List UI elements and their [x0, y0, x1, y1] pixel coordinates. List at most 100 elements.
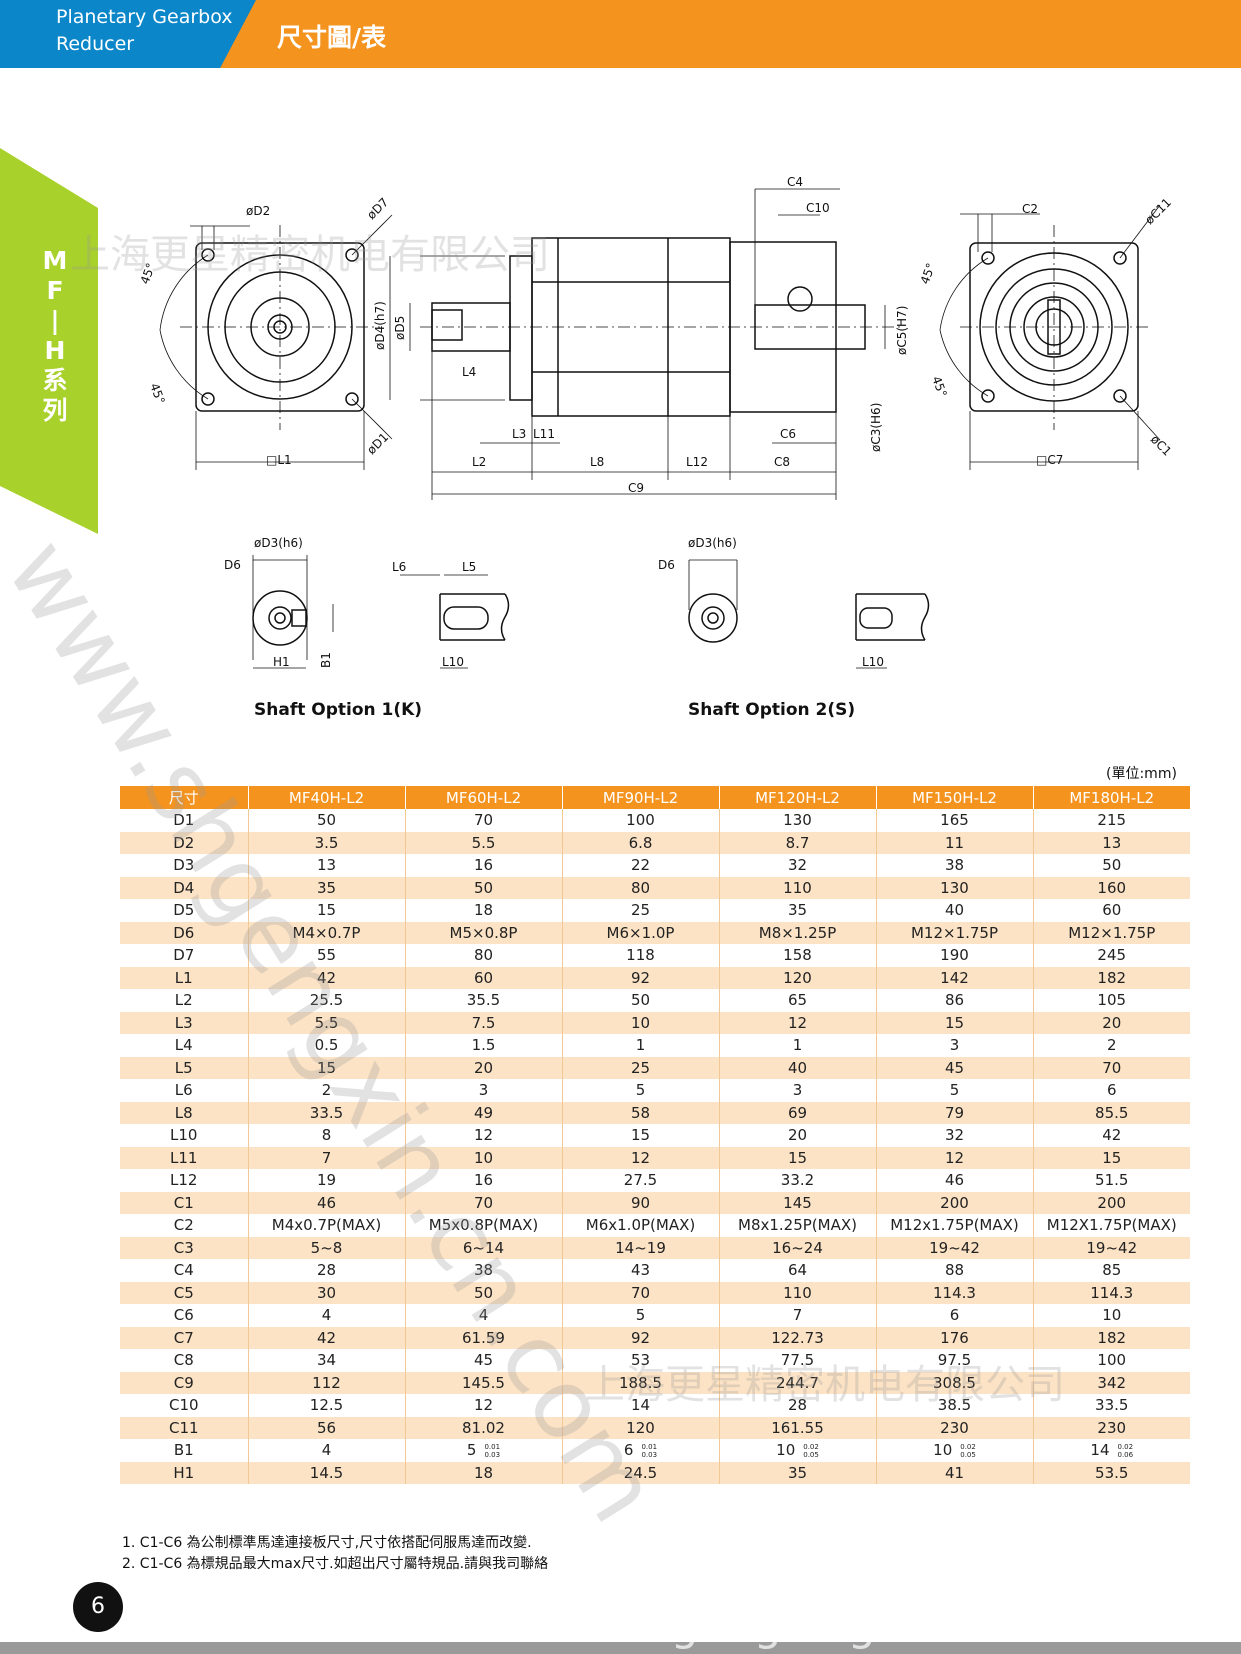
table-cell: 19~42: [1033, 1236, 1190, 1259]
table-cell: 20: [719, 1124, 877, 1147]
table-cell: 13: [248, 854, 406, 877]
drawing-labels: øD2 øD7 45° 45° □L1 øD1 øD4(h7) øD5 L4 L…: [138, 175, 1175, 669]
table-cell: 145.5: [405, 1371, 563, 1394]
table-cell: 8.7: [719, 831, 877, 854]
tolerance-lower: 0.05: [960, 1450, 976, 1459]
row-label: C11: [120, 1416, 249, 1439]
table-cell: 1: [719, 1034, 877, 1057]
side-view: [389, 188, 900, 500]
table-cell: 24.5: [562, 1461, 720, 1484]
row-label: C2: [120, 1214, 249, 1237]
series-char: M: [42, 246, 68, 275]
table-cell: 190: [876, 944, 1034, 967]
table-header: MF120H-L2: [719, 786, 877, 809]
table-cell: 4: [405, 1304, 563, 1327]
table-cell: 245: [1033, 944, 1190, 967]
b1-value: 14: [1090, 1441, 1110, 1460]
row-label: C8: [120, 1349, 249, 1372]
table-cell: 15: [248, 1056, 406, 1079]
table-cell: 60: [405, 966, 563, 989]
label-L12: L12: [686, 455, 708, 469]
table-cell: 19~42: [876, 1236, 1034, 1259]
table-cell: 18: [405, 899, 563, 922]
table-cell: 3: [405, 1079, 563, 1102]
table-cell: 20: [1033, 1011, 1190, 1034]
table-cell: 158: [719, 944, 877, 967]
table-cell: 118: [562, 944, 720, 967]
header-title-line2: Reducer: [56, 33, 135, 55]
table-cell: 15: [876, 1011, 1034, 1034]
label-C2: C2: [1022, 202, 1038, 216]
unit-note: (單位:mm): [1106, 766, 1177, 782]
table-cell: 45: [876, 1056, 1034, 1079]
table-cell: 16~24: [719, 1236, 877, 1259]
row-label: H1: [120, 1461, 249, 1484]
header-title-block: [0, 0, 256, 68]
table-cell: 5~8: [248, 1236, 406, 1259]
table-cell: 38: [405, 1259, 563, 1282]
table-cell: M6x1.0P(MAX): [562, 1214, 720, 1237]
row-label: L6: [120, 1079, 249, 1102]
series-char: H: [44, 336, 66, 365]
label-D2: øD2: [246, 204, 270, 218]
table-cell: 50: [405, 876, 563, 899]
table-cell: 19: [248, 1169, 406, 1192]
row-label: L3: [120, 1011, 249, 1034]
table-cell: 342: [1033, 1371, 1190, 1394]
table-cell: 25: [562, 1056, 720, 1079]
table-cell: 10: [562, 1011, 720, 1034]
table-cell: 12: [719, 1011, 877, 1034]
table-cell: 12: [405, 1124, 563, 1147]
table-cell: 61.59: [405, 1326, 563, 1349]
table-cell: M12X1.75P(MAX): [1033, 1214, 1190, 1237]
table-cell: 5: [562, 1079, 720, 1102]
shaft-option-1-caption: Shaft Option 1(K): [254, 700, 423, 720]
label-L10: L10: [442, 655, 464, 669]
table-cell: 12.5: [248, 1394, 406, 1417]
table-header-row: 尺寸 MF40H-L2 MF60H-L2 MF90H-L2 MF120H-L2 …: [120, 786, 1190, 809]
table-cell: 105: [1033, 989, 1190, 1012]
table-cell: 215: [1033, 809, 1190, 832]
table-cell: 6~14: [405, 1236, 563, 1259]
table-cell: 92: [562, 966, 720, 989]
label-deg: 45°: [138, 261, 158, 286]
table-cell: 308.5: [876, 1371, 1034, 1394]
table-cell: 10: [405, 1146, 563, 1169]
table-cell: 6: [876, 1304, 1034, 1327]
label-D3: øD3(h6): [688, 536, 737, 550]
row-label: L8: [120, 1101, 249, 1124]
tolerance-lower: 0.03: [484, 1450, 501, 1459]
b1-value: 10: [776, 1441, 796, 1460]
tolerance-upper: 0.02: [1117, 1442, 1134, 1451]
table-cell: 120: [562, 1416, 720, 1439]
tolerance-lower: 0.05: [803, 1450, 819, 1459]
b1-value: 4: [321, 1441, 332, 1460]
table-cell: M4x0.7P(MAX): [248, 1214, 406, 1237]
label-C1: øC1: [1148, 432, 1174, 458]
shaft-option-2-caption: Shaft Option 2(S): [688, 700, 856, 720]
table-cell: 182: [1033, 966, 1190, 989]
table-cell: 22: [562, 854, 720, 877]
table-cell: 35: [719, 1461, 877, 1484]
label-C11: øC11: [1142, 195, 1174, 227]
table-header: 尺寸: [120, 786, 249, 809]
table-cell: 42: [248, 966, 406, 989]
table-cell: 165: [876, 809, 1034, 832]
table-header: MF90H-L2: [562, 786, 720, 809]
table-cell: 5.5: [405, 831, 563, 854]
table-cell: M4×0.7P: [248, 921, 406, 944]
